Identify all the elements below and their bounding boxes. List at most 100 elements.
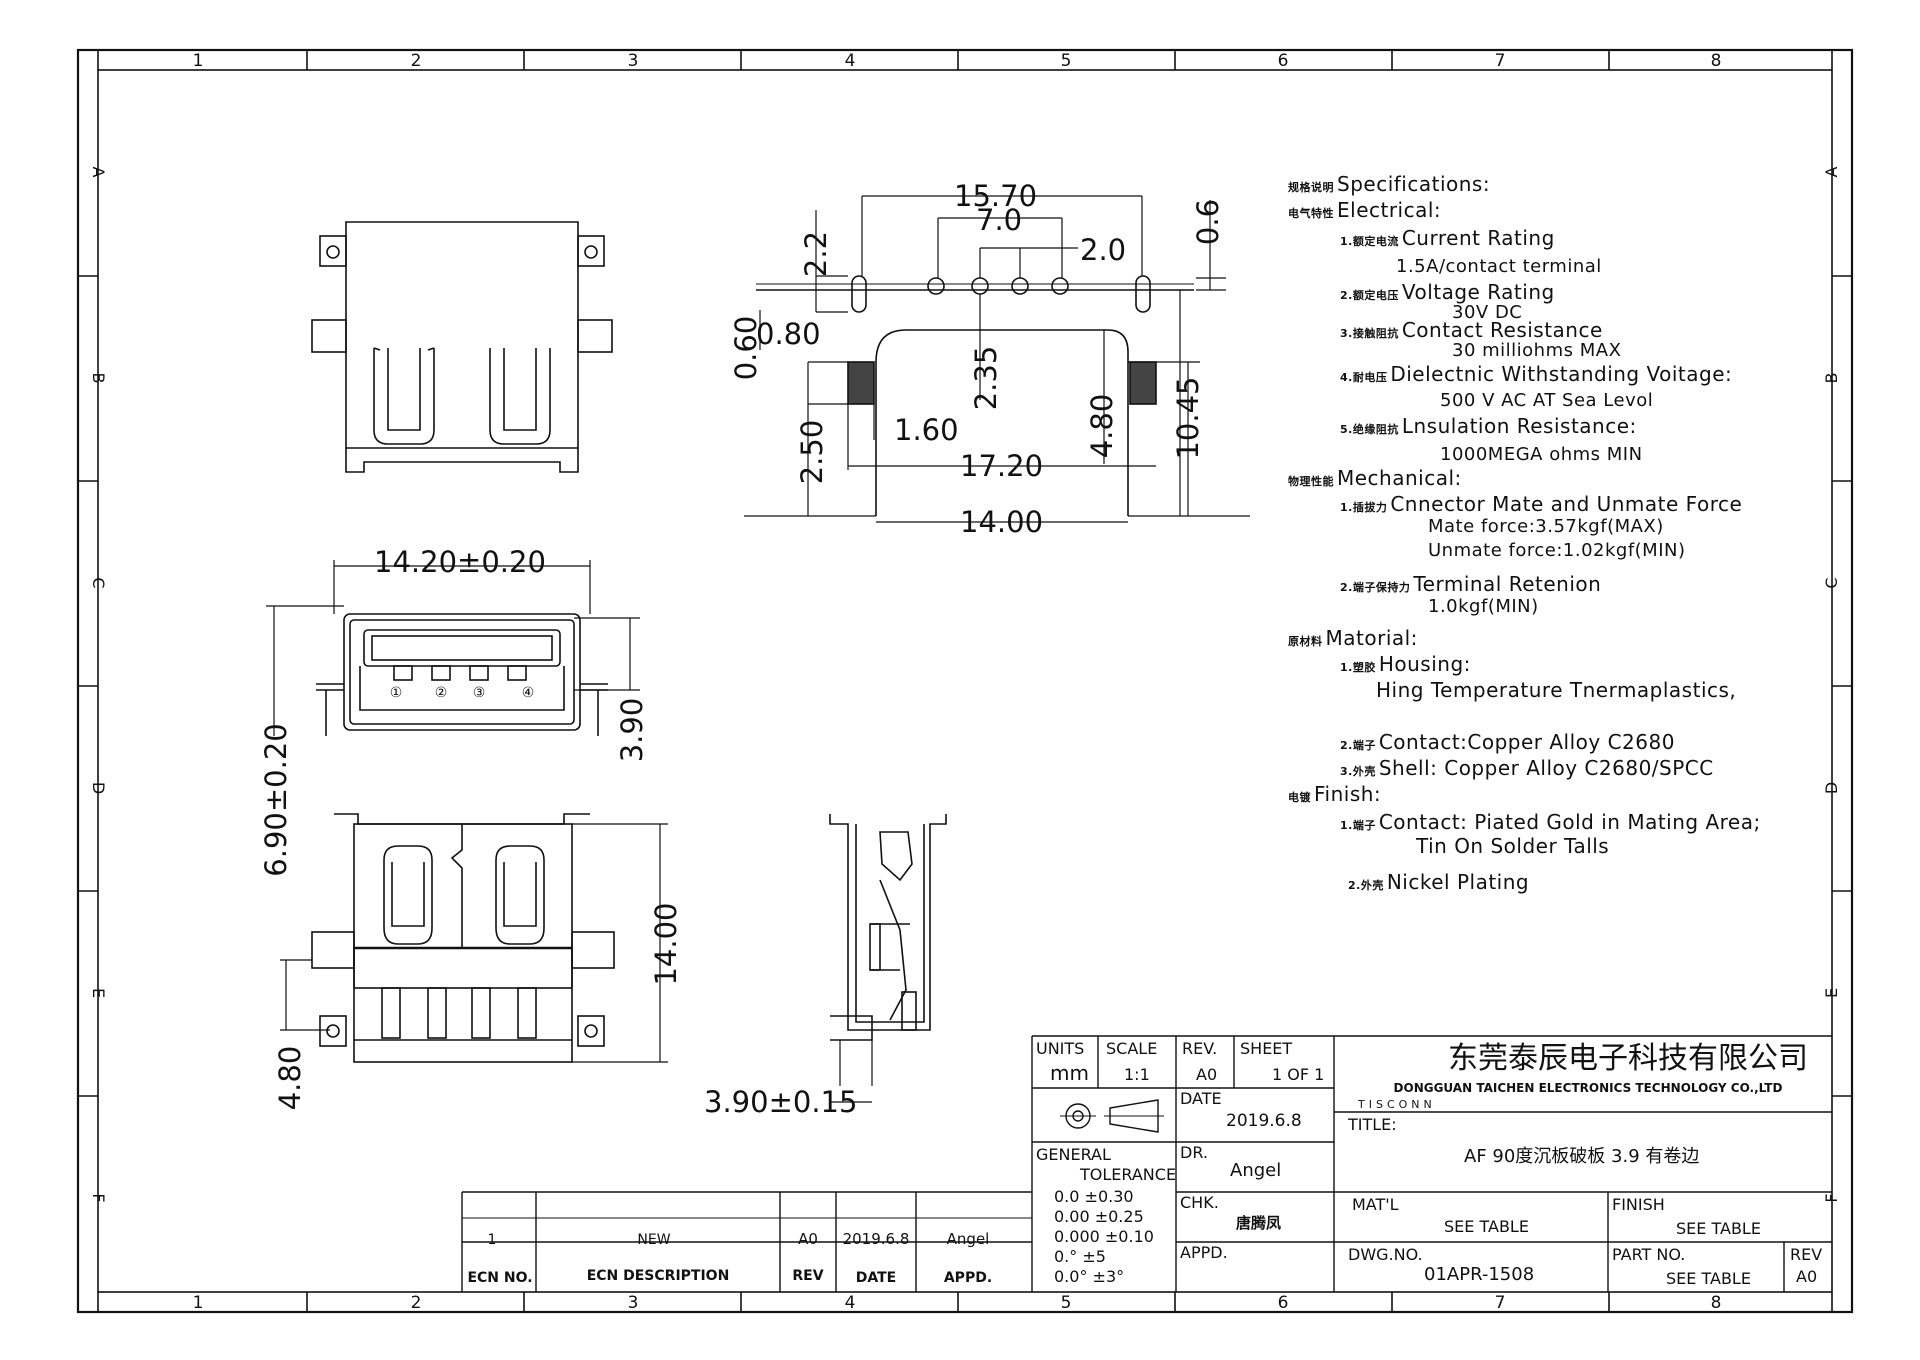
spec-text: Mechanical: xyxy=(1337,466,1462,490)
spec-text: Nickel Plating xyxy=(1386,870,1530,894)
ecn-description-header: ECN DESCRIPTION xyxy=(587,1268,730,1284)
spec-cn-label: 3.外壳 xyxy=(1340,765,1376,778)
row-label-left: A xyxy=(89,167,108,178)
rev-label: REV. xyxy=(1182,1039,1217,1058)
front-view xyxy=(266,560,640,736)
spec-text: 500 V AC AT Sea Levol xyxy=(1440,390,1654,411)
tolerance-row: 0.000 ±0.10 xyxy=(1054,1227,1154,1246)
spec-cn-label: 2.额定电压 xyxy=(1340,289,1399,302)
dim-4-80-pcb: 4.80 xyxy=(1085,394,1119,459)
finish-label: FINISH xyxy=(1612,1195,1665,1214)
ecn-appd-header: APPD. xyxy=(944,1270,992,1286)
spec-cn-label: 2.外壳 xyxy=(1348,879,1384,892)
spec-text: Contact:Copper Alloy C2680 xyxy=(1378,730,1675,754)
side-view xyxy=(829,814,947,1103)
spec-text: Current Rating xyxy=(1401,226,1555,250)
spec-line: 1.0kgf(MIN) xyxy=(1428,596,1539,617)
date-label: DATE xyxy=(1180,1089,1222,1108)
units-label: UNITS xyxy=(1036,1039,1084,1058)
dim-14-00-pcb: 14.00 xyxy=(960,505,1043,539)
ecn-no-value: 1 xyxy=(488,1232,497,1248)
row-label-left: F xyxy=(89,1193,108,1202)
drawing-frame xyxy=(76,48,1854,1314)
title-value: AF 90度沉板破板 3.9 有卷边 xyxy=(1464,1146,1699,1167)
company-name-cn: 东莞泰辰电子科技有限公司 xyxy=(1448,1041,1808,1076)
dim-0-60: 0.60 xyxy=(729,316,763,381)
col-label-top: 4 xyxy=(845,51,856,71)
row-label-right: A xyxy=(1822,166,1841,177)
top-view xyxy=(311,221,613,473)
scale-label: SCALE xyxy=(1106,1039,1157,1058)
dim-0-6: 0.6 xyxy=(1191,199,1225,245)
bottom-view xyxy=(280,813,668,1063)
spec-cn-label: 原材料 xyxy=(1288,635,1323,648)
tolerance-row: 0.0° ±3° xyxy=(1054,1267,1124,1286)
spec-cn-label: 物理性能 xyxy=(1288,475,1334,488)
col-label-top: 7 xyxy=(1495,51,1506,71)
finish-value: SEE TABLE xyxy=(1676,1219,1761,1238)
dim-2-50: 2.50 xyxy=(795,420,829,485)
spec-line: 1.5A/contact terminal xyxy=(1396,256,1602,277)
row-label-right: F xyxy=(1822,1193,1841,1202)
spec-cn-label: 2.端子 xyxy=(1340,739,1376,752)
row-label-right: C xyxy=(1822,577,1841,588)
spec-line: 500 V AC AT Sea Levol xyxy=(1440,390,1653,411)
spec-line: Unmate force:1.02kgf(MIN) xyxy=(1428,540,1686,561)
spec-line: Hing Temperature Tnermaplastics, xyxy=(1376,678,1736,702)
dr-label: DR. xyxy=(1180,1143,1208,1162)
col-label-bottom: 3 xyxy=(628,1293,639,1313)
spec-cn-label: 1.塑胶 xyxy=(1340,661,1376,674)
pcb-layout-view xyxy=(744,195,1250,523)
spec-line: Tin On Solder Talls xyxy=(1416,834,1609,858)
col-label-bottom: 5 xyxy=(1061,1293,1072,1313)
spec-cn-label: 1.额定电流 xyxy=(1340,235,1399,248)
spec-text: Finish: xyxy=(1314,782,1382,806)
spec-text: Contact Resistance xyxy=(1401,318,1603,342)
spec-cn-label: 规格说明 xyxy=(1288,181,1334,194)
row-label-right: D xyxy=(1822,782,1841,794)
dim-15-70: 15.70 xyxy=(954,179,1037,213)
spec-text: Cnnector Mate and Unmate Force xyxy=(1390,492,1743,516)
title-block xyxy=(461,1035,1832,1292)
spec-text: Shell: Copper Alloy C2680/SPCC xyxy=(1378,756,1714,780)
dr-value: Angel xyxy=(1230,1160,1281,1181)
spec-text: Lnsulation Resistance: xyxy=(1401,414,1637,438)
col-label-bottom: 6 xyxy=(1278,1293,1289,1313)
spec-text: Terminal Retenion xyxy=(1413,572,1602,596)
row-label-left: C xyxy=(89,577,108,588)
pin-label: ④ xyxy=(522,685,535,701)
ecn-appd-value: Angel xyxy=(947,1230,990,1248)
col-label-bottom: 8 xyxy=(1711,1293,1722,1313)
col-label-bottom: 1 xyxy=(193,1293,204,1313)
spec-line: 30 milliohms MAX xyxy=(1452,340,1621,361)
ecn-no-header: ECN NO. xyxy=(467,1270,532,1286)
dim-width-14-20: 14.20±0.20 xyxy=(374,545,546,579)
rev-label-2: REV xyxy=(1790,1245,1822,1264)
appd-label: APPD. xyxy=(1180,1243,1228,1262)
part-number-label: PART NO. xyxy=(1612,1245,1685,1264)
material-label: MAT'L xyxy=(1352,1195,1399,1214)
part-number-value: SEE TABLE xyxy=(1666,1269,1751,1288)
row-label-left: E xyxy=(89,988,108,998)
spec-cn-label: 3.接触阻抗 xyxy=(1340,327,1399,340)
title-label: TITLE: xyxy=(1347,1115,1397,1134)
dim-3-90: 3.90 xyxy=(615,698,649,763)
pin-label: ① xyxy=(390,685,403,701)
col-label-top: 3 xyxy=(628,51,639,71)
ecn-rev-header: REV xyxy=(792,1268,823,1284)
spec-cn-label: 电气特性 xyxy=(1288,207,1334,220)
col-label-top: 2 xyxy=(411,51,422,71)
spec-line: 30V DC xyxy=(1452,302,1522,323)
spec-cn-label: 5.绝缘阻抗 xyxy=(1340,423,1399,436)
row-label-right: E xyxy=(1822,988,1841,998)
